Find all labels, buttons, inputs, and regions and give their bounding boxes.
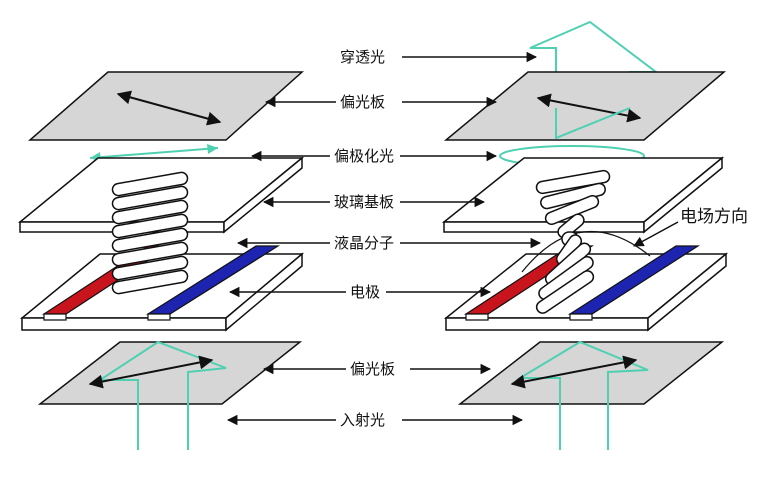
left-bottom-polarizer [37,341,303,405]
label-transmitted-light: 穿透光 [340,48,385,66]
left-electrode-blue-front [147,313,171,321]
right-bottom-polarizer-axis-arrow [510,355,638,389]
label-field-direction: 电场方向 [680,207,748,227]
right-upper-glass-front-face [443,221,645,233]
left-electrode-red-front [43,313,67,321]
label-top-polarizer: 偏光板 [340,93,385,111]
right-lower-glass-side-face [647,252,727,332]
right-liquid-crystal-molecules [535,169,611,314]
label-glass-substrate: 玻璃基板 [334,193,394,211]
left-polarized-light-arrowhead-right [207,144,218,154]
label-bottom-polarizer: 偏光板 [350,360,395,378]
field-direction-pointer [633,221,679,247]
right-bottom-polarizer [457,341,725,405]
label-liquid-crystal: 液晶分子 [334,234,394,252]
right-upper-glass-side-face [643,156,723,234]
right-top-polarizer [443,71,727,141]
left-bottom-polarizer-axis-arrow [88,355,214,389]
label-electrode: 电极 [350,283,380,301]
left-top-polarizer-axis-arrow [116,90,222,126]
right-transmitted-light-lower [555,107,631,140]
left-polarized-light-arrow [89,147,219,159]
right-electrode-red-front [465,313,489,321]
label-polarized-light: 偏极化光 [334,147,394,165]
right-top-polarizer-axis-arrow [536,93,642,123]
left-top-polarizer [27,71,304,141]
right-electrode-blue-front [569,313,593,321]
left-liquid-crystal-molecules [111,171,189,295]
label-incident-light: 入射光 [340,411,385,429]
left-upper-glass-side-face [223,156,303,234]
